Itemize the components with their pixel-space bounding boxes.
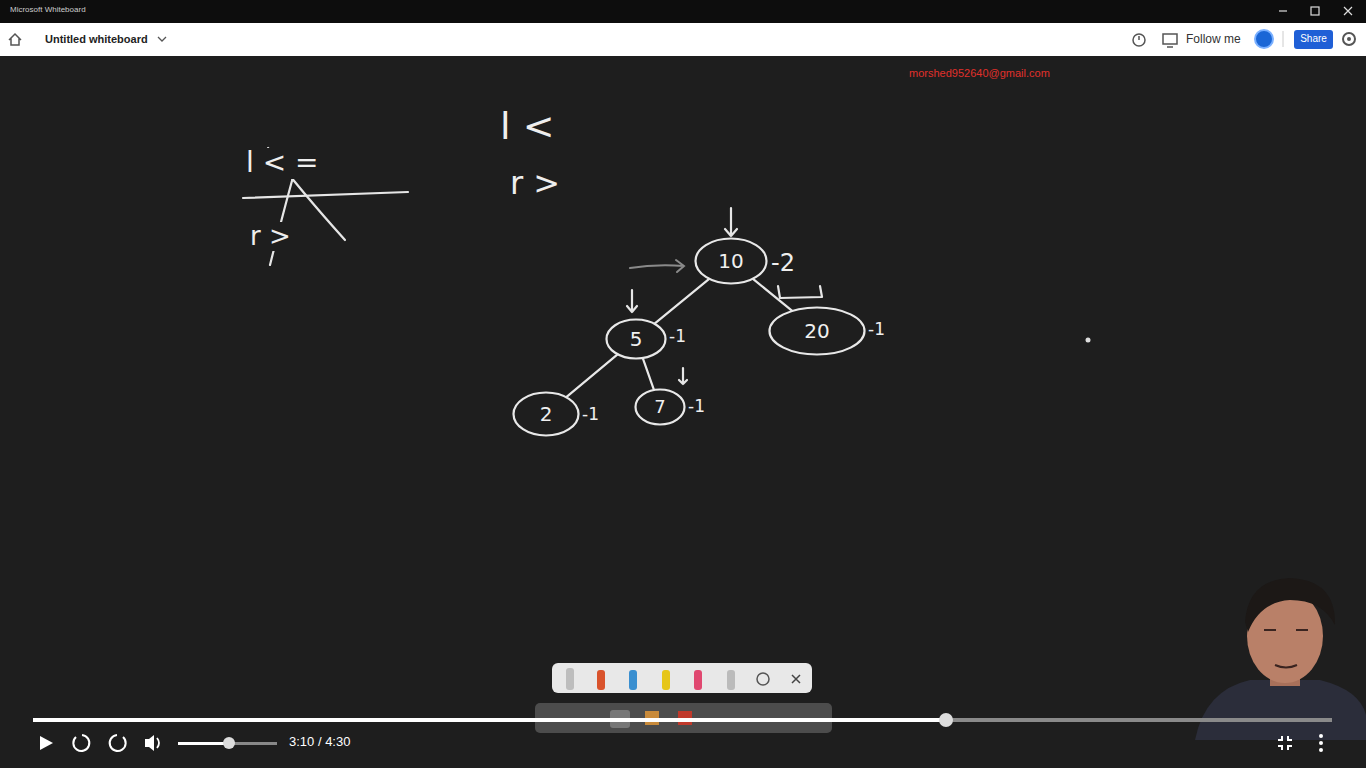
menu-dot [1319, 734, 1323, 738]
node-ellipse [514, 393, 579, 436]
pen-toolbar [552, 663, 812, 693]
node-value: 5 [630, 328, 643, 350]
pen-icon [629, 670, 637, 690]
progress-track [33, 718, 1332, 722]
screen-icon [1163, 34, 1177, 44]
window-title-bar [0, 0, 1366, 23]
menu-dot [1319, 748, 1323, 752]
screen-stand [1167, 46, 1173, 48]
watermark: morshed952640@gmail.com [909, 67, 1050, 79]
app-toolbar [0, 23, 1366, 56]
progress-fill [33, 718, 946, 722]
volume-icon [145, 735, 154, 751]
tree-edge [643, 358, 654, 389]
ink-dot [1086, 338, 1091, 343]
height-number: -1 [868, 320, 885, 339]
bracket-stroke [778, 286, 822, 298]
progress-knob [939, 713, 953, 727]
pen-icon [597, 670, 605, 690]
tree-node: 2 [512, 391, 580, 437]
timer-icon [1133, 34, 1145, 46]
presenter-hair [1245, 578, 1335, 632]
node-value: 20 [804, 320, 829, 342]
node-ellipse [636, 390, 685, 425]
tree-edge [655, 279, 709, 323]
height-number: -1 [688, 397, 705, 416]
window-title: Microsoft Whiteboard [10, 6, 86, 15]
pointer-arrow [725, 208, 737, 236]
node-value: 2 [540, 403, 553, 425]
pointer-arrow [627, 290, 637, 312]
tree-node: 7 [634, 388, 686, 426]
share-button [1294, 30, 1333, 49]
play-icon [40, 736, 53, 750]
chevron-icon [158, 37, 166, 41]
strike-stroke [243, 192, 408, 198]
handwritten-note: r > [510, 166, 560, 201]
forward-icon [110, 735, 126, 751]
board-title: Untitled whiteboard [45, 33, 148, 45]
pen-icon [566, 668, 574, 690]
tree-node: 10 [694, 237, 768, 285]
timer-hand [1138, 36, 1140, 40]
node-value: 7 [654, 397, 665, 417]
node-value: 10 [718, 250, 743, 272]
node-ellipse [607, 320, 666, 359]
pen-icon [662, 670, 670, 690]
tree-edge [753, 279, 792, 310]
tree-edge [567, 355, 618, 397]
pointer-arrow [679, 368, 687, 384]
close-icon [1344, 7, 1352, 15]
fullscreen-icon [1278, 736, 1292, 750]
separator [1283, 31, 1284, 47]
toolbar-label: Follow me [1186, 33, 1241, 46]
settings-hub [1347, 37, 1351, 41]
time-display: 3:10 / 4:30 [289, 735, 350, 749]
height-number: -1 [582, 405, 599, 424]
minimize-icon [1279, 10, 1287, 11]
height-number: -2 [771, 250, 795, 276]
button-label: Share [1294, 33, 1333, 44]
node-ellipse [696, 239, 767, 284]
rewind-icon [73, 735, 89, 751]
presenter-shirt [1195, 680, 1366, 740]
tree-node: 5 [605, 318, 667, 360]
eraser-icon [727, 670, 735, 690]
height-number: -1 [669, 327, 686, 346]
maximize-icon [1311, 7, 1319, 15]
handwritten-note: r > [247, 222, 294, 251]
avatar-icon [1255, 30, 1273, 48]
presenter-face [1264, 630, 1308, 668]
pointer-arrow [630, 260, 684, 272]
menu-dot [1319, 741, 1323, 745]
pen-icon [694, 670, 702, 690]
home-icon [9, 34, 21, 45]
node-ellipse [770, 308, 865, 355]
settings-icon [1343, 33, 1355, 45]
close-icon [792, 675, 800, 683]
tree-node: 20 [768, 306, 866, 356]
volume-fill [178, 742, 229, 745]
handwritten-note: l < = [243, 148, 322, 179]
lasso-icon [757, 673, 769, 685]
volume-knob [223, 737, 235, 749]
handwritten-note: l < [500, 106, 554, 148]
volume-wave [157, 738, 159, 748]
